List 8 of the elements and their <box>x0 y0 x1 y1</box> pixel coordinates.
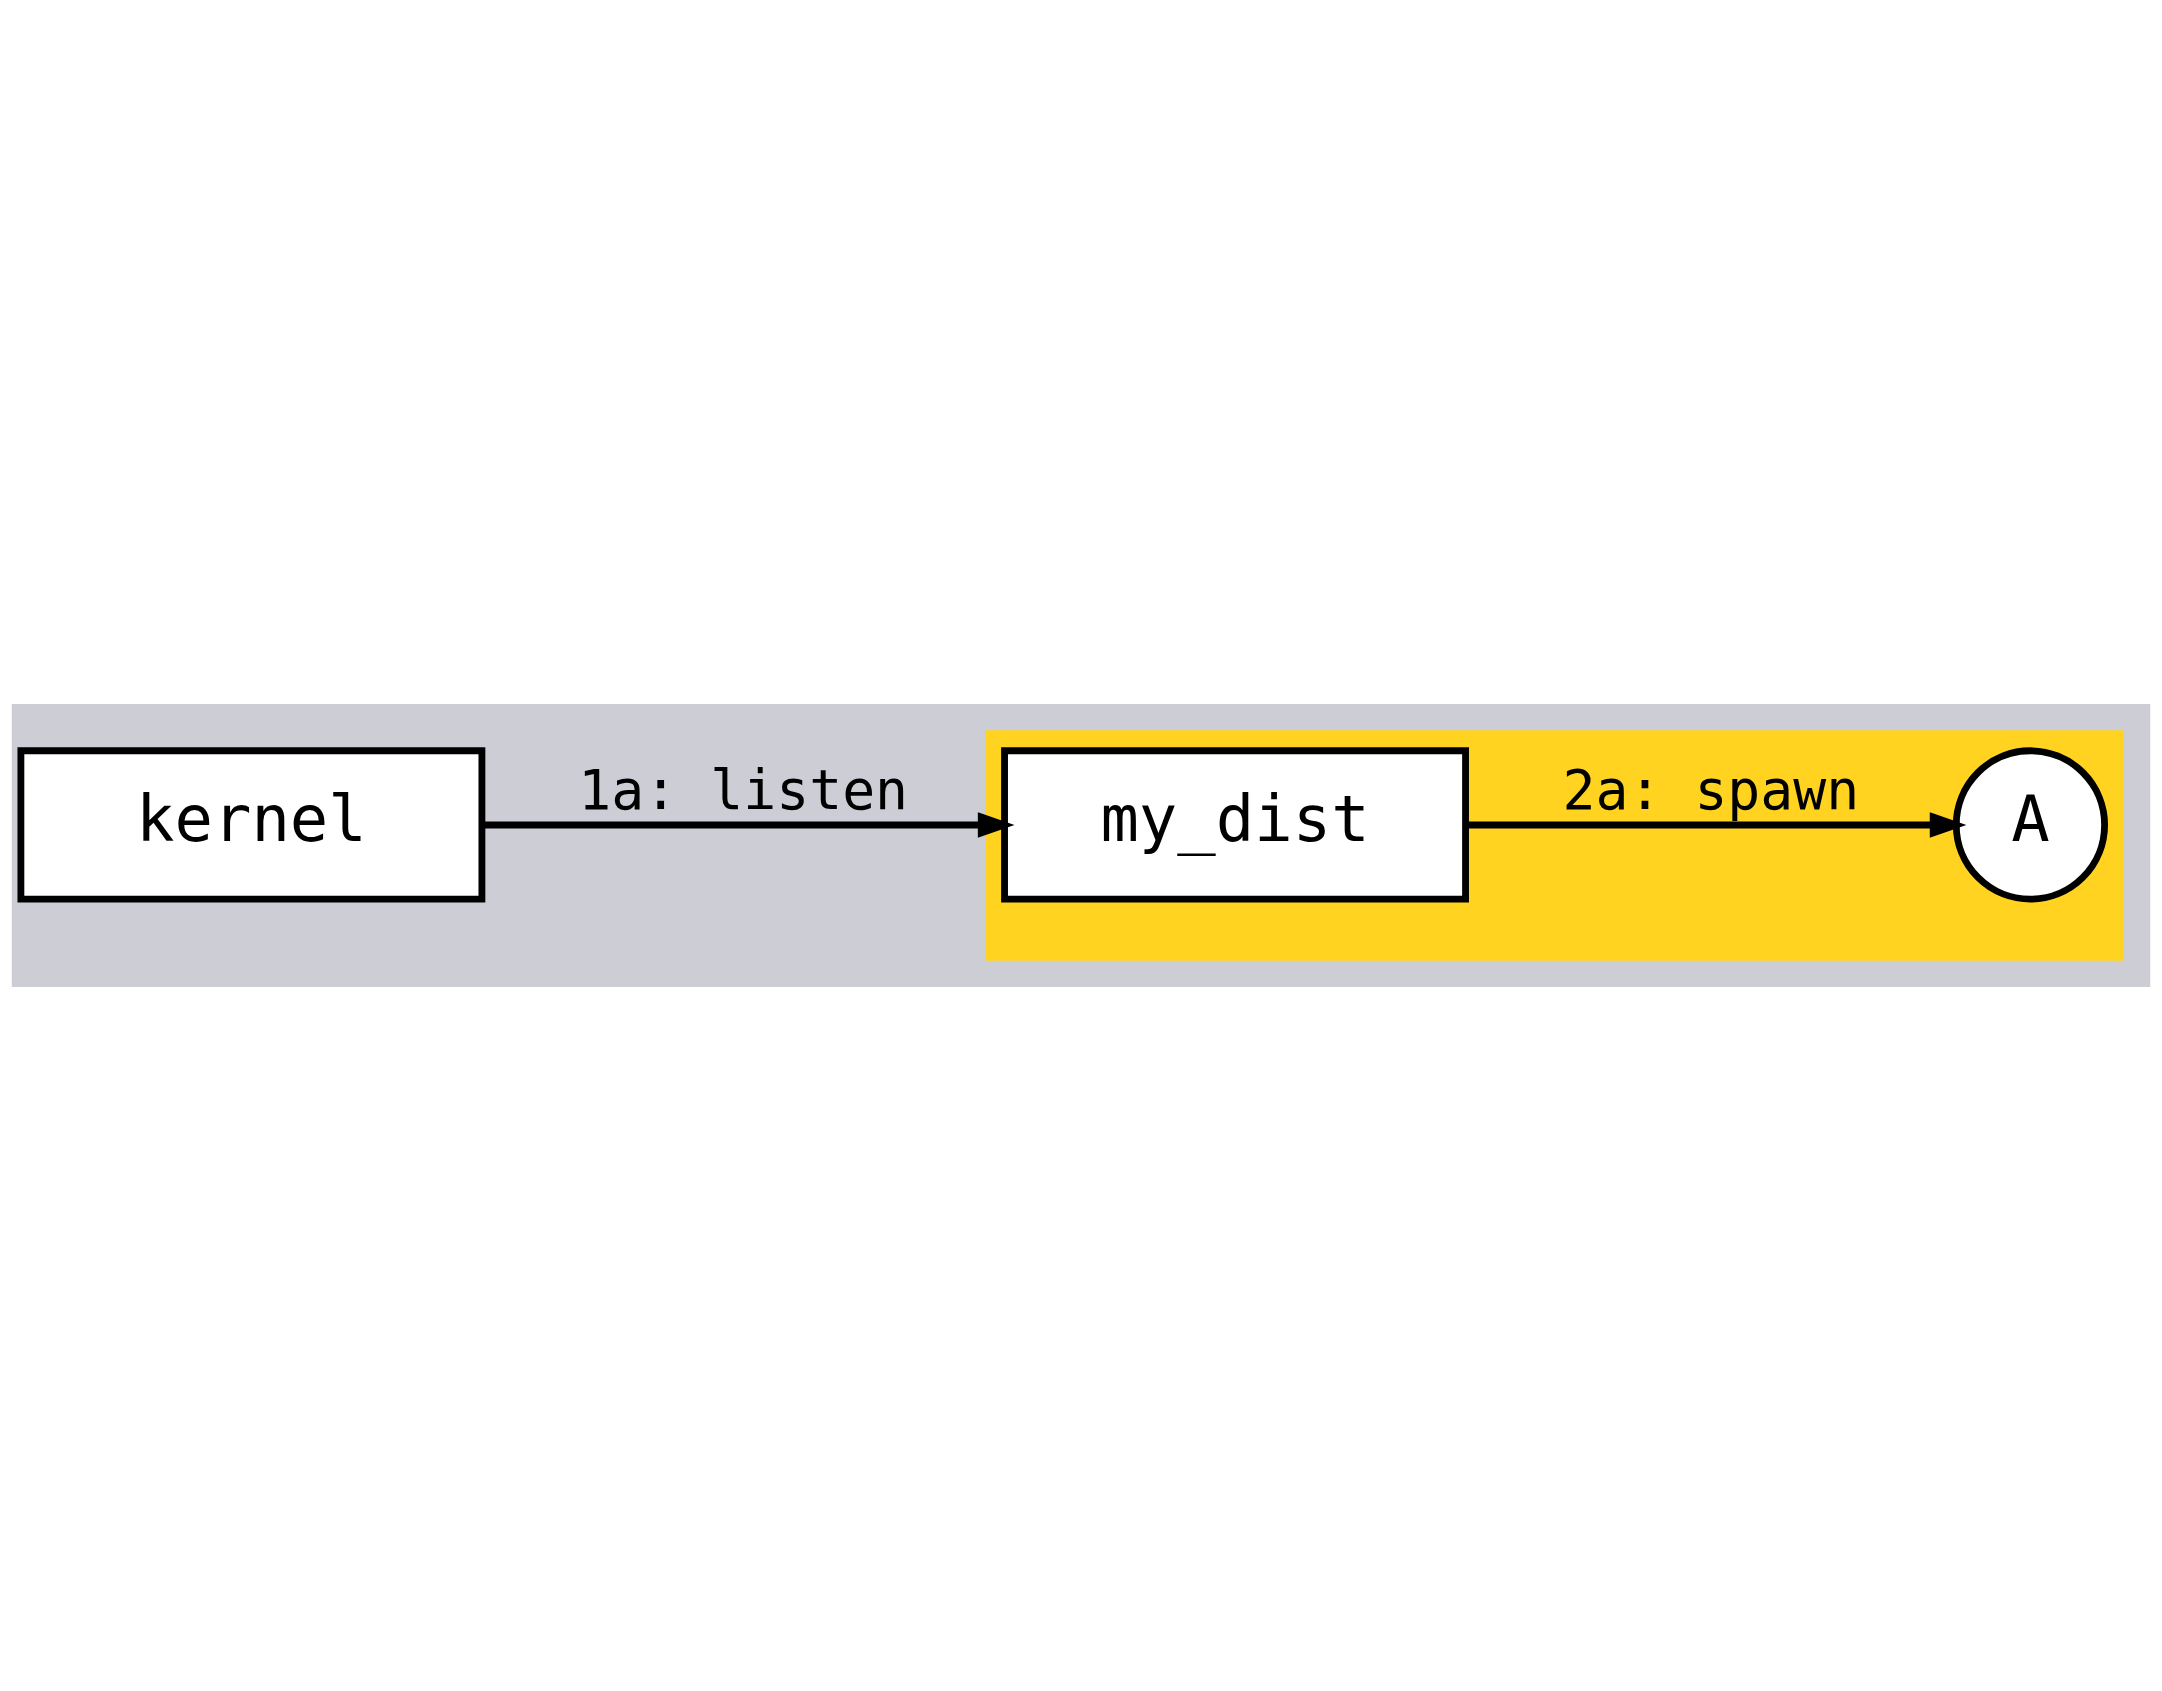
node-circle: A <box>1952 747 2108 903</box>
node-box: my_dist <box>1001 747 1469 903</box>
arrow <box>482 812 1015 838</box>
node-box: kernel <box>17 747 486 903</box>
edge-label: 2a: spawn <box>1562 758 1860 823</box>
edge-label: 1a: listen <box>578 758 909 823</box>
cluster <box>985 730 2124 961</box>
arrow <box>1466 812 1967 838</box>
